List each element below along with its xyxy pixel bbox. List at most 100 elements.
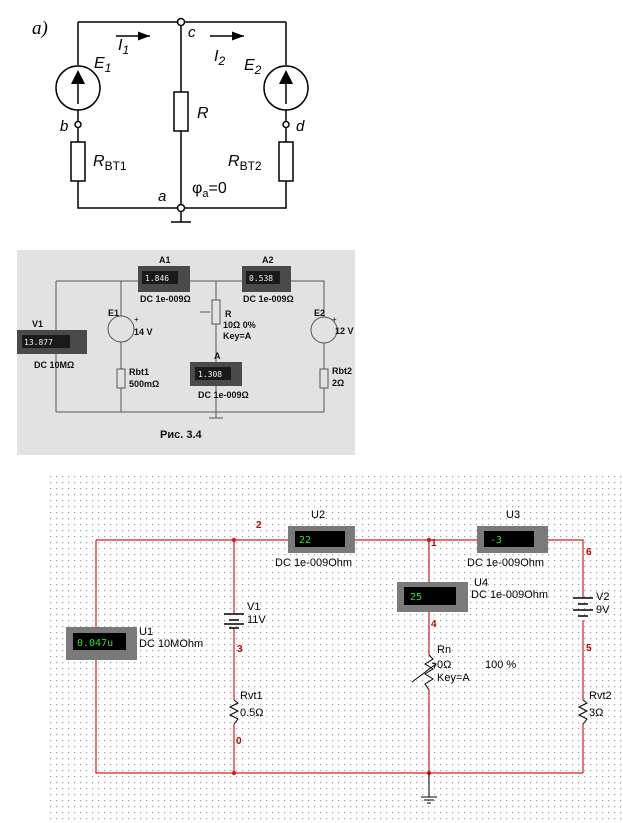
ms-meter-u3 (477, 526, 548, 553)
left-wire (77, 22, 181, 209)
figure-caption: Рис. 3.4 (160, 429, 203, 441)
ms-left-wire (95, 540, 583, 774)
ms-u4-param: DC 1e-009Ohm (471, 589, 548, 601)
panel-label: a) (32, 18, 48, 39)
r-label: R (197, 105, 209, 122)
a2-param: DC 1e-009Ω (243, 294, 294, 304)
ms-v1-battery-symbol (224, 613, 244, 629)
ms-meter-u2 (288, 526, 355, 553)
a1-param: DC 1e-009Ω (140, 294, 191, 304)
ms-u1-param: DC 10MOhm (139, 638, 203, 650)
diagram-a (55, 17, 309, 223)
node-a-label: a (158, 188, 166, 205)
e2-value: 12 V (335, 326, 354, 336)
ms-u4-reading: 25 (410, 592, 422, 603)
ms-node-6: 6 (586, 547, 592, 558)
phi-label: φa=0 (192, 180, 227, 200)
ms-rvt2-value: 3Ω (589, 707, 603, 719)
e1-label: E1 (94, 55, 111, 75)
fig34-e2-source (310, 316, 338, 344)
ms-node-4: 4 (431, 619, 437, 630)
ms-ground-symbol (421, 773, 437, 804)
multisim-schematic (48, 474, 623, 823)
ms-rn-percent: 100 % (485, 659, 516, 671)
fig34-meter-a1 (138, 266, 190, 292)
rbt1-value: 500mΩ (129, 379, 159, 389)
rvt1-label: RBT1 (93, 153, 127, 173)
node-b-label: b (60, 118, 68, 135)
node-b-terminal (74, 120, 82, 129)
ms-v2-battery-symbol (573, 597, 593, 617)
ms-u4-name: U4 (474, 577, 488, 589)
ms-node-5: 5 (586, 643, 592, 654)
e1-plus: + (134, 315, 139, 324)
ms-rvt1-value: 0.5Ω (240, 707, 264, 719)
rvt1-resistor-symbol (70, 141, 86, 182)
v1-param: DC 10MΩ (34, 360, 74, 370)
fig34-ground (209, 412, 223, 419)
r-value: 10Ω 0% (223, 320, 256, 330)
ms-junction-bottom-left (231, 770, 237, 776)
ms-node-3: 3 (237, 644, 243, 655)
ms-rn-value: 0Ω (437, 659, 451, 671)
ms-v1-name: V1 (247, 601, 260, 613)
fig34-r-symbol (211, 299, 221, 325)
a-reading: 1.308 (198, 370, 222, 379)
ms-rn-key: Key=A (437, 672, 470, 684)
node-a-terminal (176, 203, 186, 213)
ms-junction-1 (426, 537, 432, 543)
ms-meter-u1 (66, 627, 137, 660)
e2-label: E2 (244, 57, 262, 77)
rbt2-name: Rbt2 (332, 366, 352, 376)
node-d-terminal (282, 120, 290, 129)
e2-name: E2 (314, 308, 325, 318)
ms-rvt2-resistor-symbol (577, 699, 589, 725)
fig34-meter-a2 (242, 266, 291, 292)
ms-rvt1-resistor-symbol (228, 699, 240, 725)
rbt2-value: 2Ω (332, 378, 344, 388)
v1-name: V1 (32, 319, 43, 329)
ms-node-2: 2 (256, 520, 262, 531)
ms-node-0: 0 (236, 736, 242, 747)
rbt1-name: Rbt1 (129, 367, 149, 377)
ms-node-1: 1 (431, 538, 437, 549)
multisim-labels: U2 22 DC 1e-009Ohm U3 -3 DC 1e-009Ohm U4… (77, 509, 612, 747)
a2-name: A2 (262, 255, 274, 265)
e2-source-symbol (263, 65, 309, 111)
ms-v2-value: 9V (596, 604, 610, 616)
a1-reading: 1.846 (145, 274, 169, 283)
e1-source-symbol (55, 65, 101, 111)
ms-u1-name: U1 (139, 626, 153, 638)
node-c-label: c (188, 24, 196, 41)
ms-junction-2 (231, 537, 237, 543)
fig34-rbt2-symbol (319, 368, 329, 389)
node-c-terminal (176, 17, 186, 27)
ms-u2-name: U2 (311, 509, 325, 521)
ms-rvt1-name: Rvt1 (240, 690, 263, 702)
rvt2-label: RBT2 (228, 153, 262, 173)
ms-u1-reading: 0.047u (77, 638, 113, 649)
ms-u3-reading: -3 (490, 535, 502, 546)
r-key: Key=A (223, 331, 252, 341)
ms-rn-name: Rn (437, 644, 451, 656)
ms-u2-param: DC 1e-009Ohm (275, 557, 352, 569)
r-name: R (225, 309, 232, 319)
ms-u2-reading: 22 (299, 535, 311, 546)
diagram-a-labels: a) E1 I1 c I2 E2 b R d RBT1 RBT2 a φa=0 (32, 18, 305, 205)
figure-3-4 (17, 250, 355, 455)
ms-rvt2-name: Rvt2 (589, 690, 612, 702)
fig34-meter-a (190, 362, 242, 386)
i1-label: I1 (118, 37, 129, 57)
e1-name: E1 (108, 308, 119, 318)
a2-reading: 0.538 (249, 274, 273, 283)
ms-rn-resistor-symbol (424, 654, 434, 691)
rvt2-resistor-symbol (278, 141, 294, 182)
ms-v2-name: V2 (596, 591, 609, 603)
ms-u3-name: U3 (506, 509, 520, 521)
a-param: DC 1e-009Ω (198, 390, 249, 400)
v1-reading: 13.877 (24, 338, 53, 347)
right-wire (181, 22, 287, 209)
fig34-meter-v1 (17, 330, 87, 354)
fig34-e1-source (107, 315, 135, 343)
